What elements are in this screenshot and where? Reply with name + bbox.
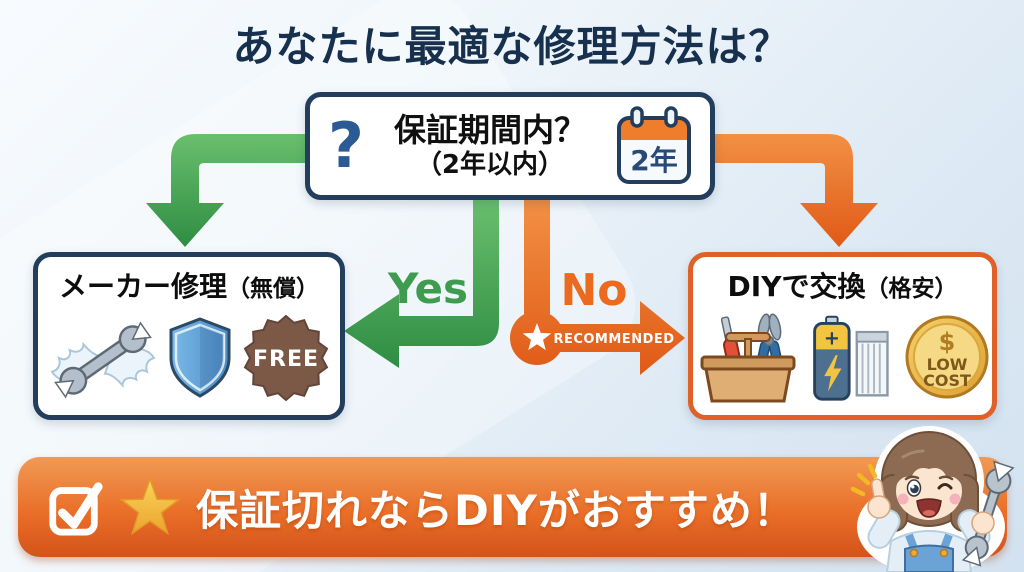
winged-wrench-icon — [50, 321, 156, 399]
page-title: あなたに最適な修理方法は？ — [232, 22, 792, 71]
maker-repair-box: メーカー修理（無償） — [33, 252, 345, 420]
wink-eye — [937, 483, 953, 490]
battery-and-filter-icon: + — [812, 315, 889, 401]
calendar-2year-icon: 2年 — [616, 106, 691, 184]
calendar-label: 2年 — [630, 144, 677, 177]
coin-cost-label: COST — [923, 371, 971, 390]
question-line-1: 保証期間内？ — [393, 111, 586, 150]
maker-repair-title: メーカー修理（無償） — [59, 265, 319, 305]
no-label: No — [560, 265, 627, 316]
recommended-star-icon — [522, 323, 552, 351]
diy-replace-title: DIYで交換（格安） — [728, 265, 958, 305]
low-cost-coin-icon: $ LOW COST — [905, 315, 988, 399]
warranty-question-box: ? 保証期間内？ （2年以内） 2年 — [305, 92, 715, 200]
star-icon — [119, 476, 181, 536]
coin-low-label: LOW — [926, 355, 967, 374]
maker-repair-title-sub: （無償） — [227, 276, 319, 302]
maker-repair-title-main: メーカー修理 — [58, 270, 227, 303]
question-line-2: （2年以内） — [415, 149, 565, 180]
yes-top-arrow — [146, 134, 307, 247]
toolbox-icon — [700, 313, 795, 403]
diy-replace-icons: + $ LOW COST — [696, 311, 990, 403]
banner-message: 保証切れならDIYがおすすめ！ — [196, 485, 796, 535]
no-top-arrow — [713, 134, 878, 247]
diy-replace-title-sub: （格安） — [865, 276, 958, 302]
battery-plus-label: + — [823, 327, 839, 350]
question-text: 保証期間内？ （2年以内） — [394, 111, 586, 181]
diy-replace-box: DIYで交換（格安） — [688, 252, 997, 420]
recommended-label: RECOMMENDED — [553, 332, 674, 347]
yes-branch-arrow — [344, 200, 499, 368]
checkbox-check-icon — [49, 482, 103, 536]
emphasis-sparkle-lines — [850, 463, 878, 497]
recommendation-banner: 保証切れならDIYがおすすめ！ — [18, 457, 1007, 557]
shield-icon — [169, 317, 231, 398]
yes-label: Yes — [387, 264, 468, 313]
free-badge-icon: FREE — [243, 315, 329, 401]
diy-replace-title-main: DIYで交換 — [727, 270, 866, 303]
mascot-girl-thumbs-up — [850, 426, 1015, 572]
free-badge-label: FREE — [253, 347, 319, 372]
no-branch-arrow — [510, 200, 685, 375]
maker-repair-icons: FREE — [49, 311, 329, 405]
coin-dollar-label: $ — [938, 328, 955, 356]
question-mark-icon: ? — [328, 109, 364, 182]
